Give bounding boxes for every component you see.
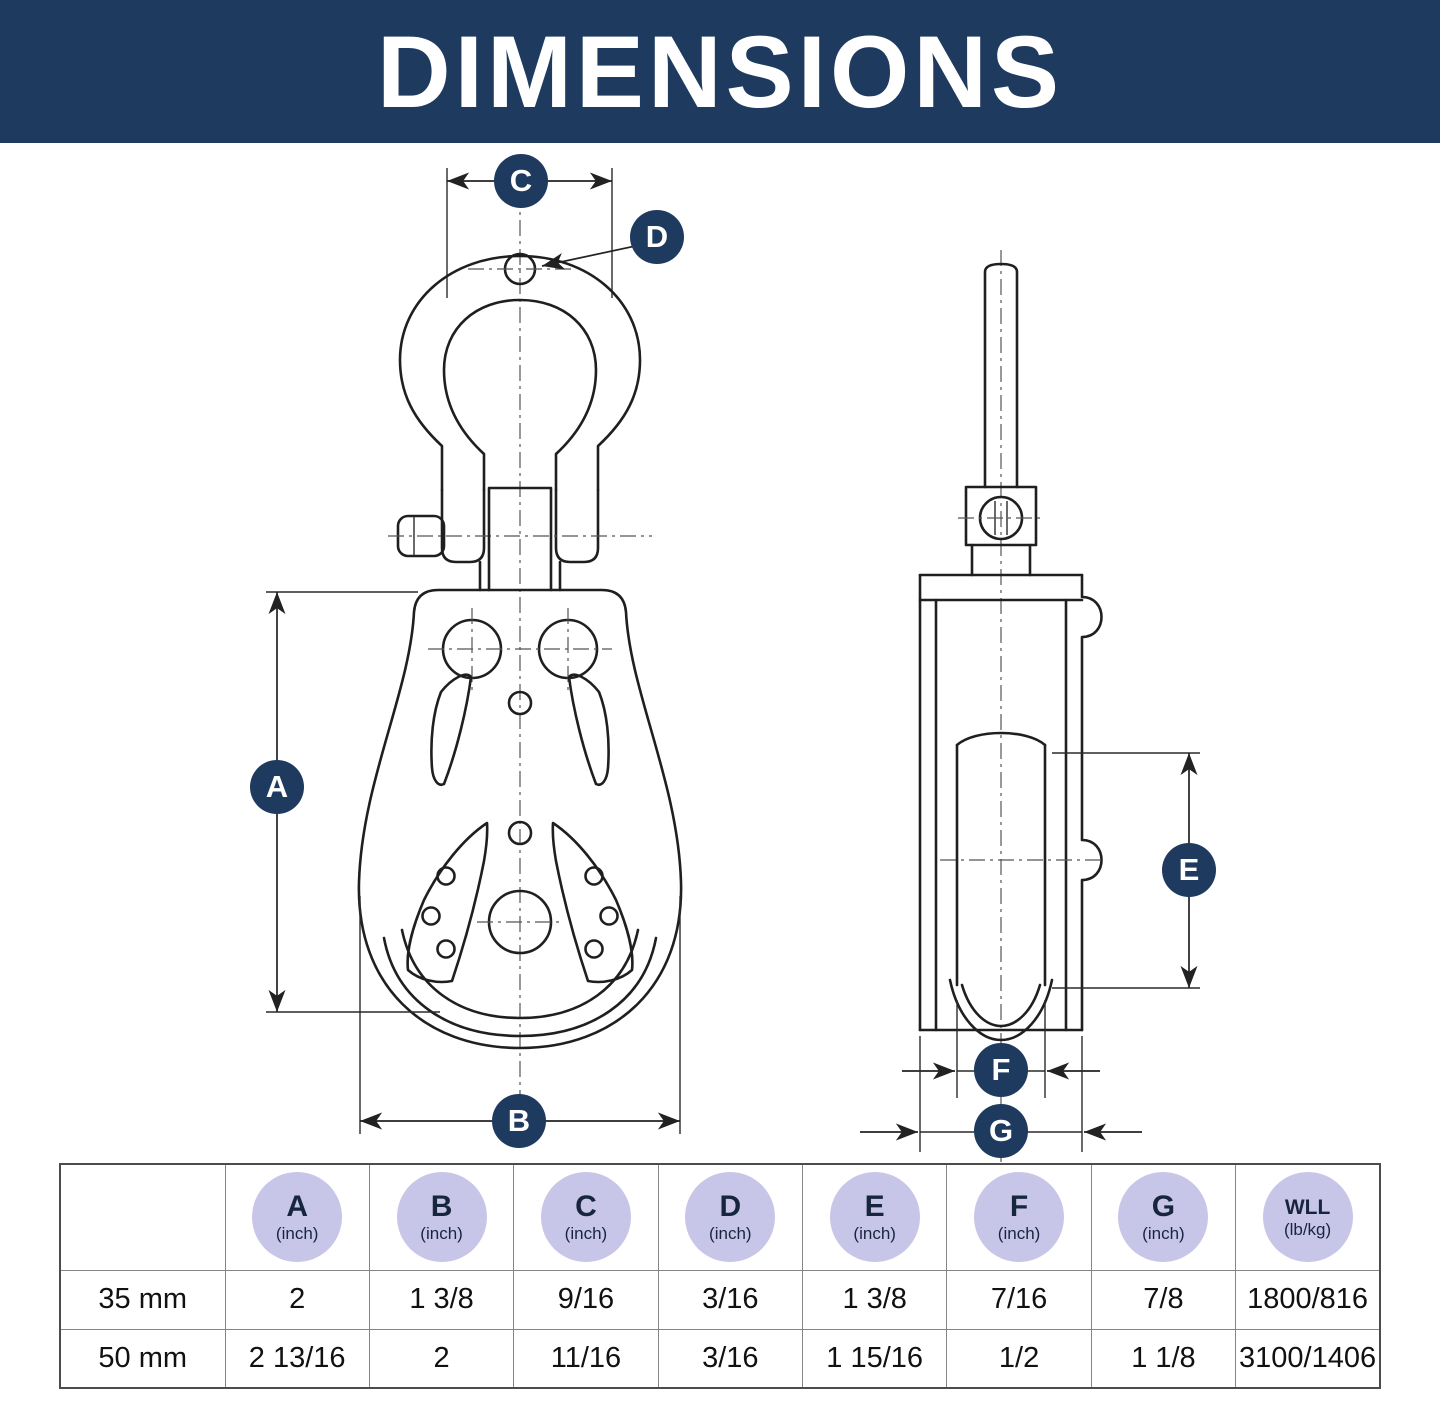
pulley-body bbox=[357, 588, 683, 1050]
front-view bbox=[266, 162, 683, 1134]
header-circle-F: F (inch) bbox=[974, 1172, 1065, 1263]
badge-F: F bbox=[974, 1043, 1028, 1097]
cell-35-E: 1 3/8 bbox=[801, 1269, 948, 1330]
header-col-E: E (inch) bbox=[801, 1163, 948, 1271]
table-header-row: A (inch) B (inch) C (inch) D (inch bbox=[59, 1163, 1381, 1271]
pulley-technical-drawing bbox=[266, 162, 1200, 1162]
cell-35-F: 7/16 bbox=[946, 1269, 1092, 1330]
header-circle-G: G (inch) bbox=[1118, 1172, 1209, 1263]
header-banner: DIMENSIONS bbox=[0, 0, 1440, 143]
sheave bbox=[948, 731, 1054, 1042]
badge-D: D bbox=[630, 210, 684, 264]
dimensions-table: A (inch) B (inch) C (inch) D (inch bbox=[59, 1163, 1381, 1389]
cell-35-A: 2 bbox=[224, 1269, 370, 1330]
header-col-C: C (inch) bbox=[513, 1163, 659, 1271]
table-row-35mm: 35 mm 2 1 3/8 9/16 3/16 1 3/8 7/16 7/8 1… bbox=[59, 1269, 1381, 1330]
header-empty-cell bbox=[59, 1163, 226, 1271]
row-label: 50 mm bbox=[59, 1328, 226, 1389]
header-circle-C: C (inch) bbox=[540, 1172, 631, 1263]
badge-A: A bbox=[250, 760, 304, 814]
badge-C: C bbox=[494, 154, 548, 208]
row-label: 35 mm bbox=[59, 1269, 226, 1330]
cell-35-D: 3/16 bbox=[657, 1269, 804, 1330]
cell-50-C: 11/16 bbox=[513, 1328, 659, 1389]
header-col-WLL: WLL (lb/kg) bbox=[1235, 1163, 1381, 1271]
header-circle-D: D (inch) bbox=[685, 1172, 776, 1263]
cell-35-C: 9/16 bbox=[513, 1269, 659, 1330]
header-circle-A: A (inch) bbox=[252, 1172, 343, 1263]
header-circle-WLL: WLL (lb/kg) bbox=[1262, 1172, 1353, 1263]
table-row-50mm: 50 mm 2 13/16 2 11/16 3/16 1 15/16 1/2 1… bbox=[59, 1328, 1381, 1389]
header-circle-E: E (inch) bbox=[829, 1172, 920, 1263]
header-col-D: D (inch) bbox=[657, 1163, 804, 1271]
cell-50-F: 1/2 bbox=[946, 1328, 1092, 1389]
strap bbox=[983, 262, 1019, 489]
side-view bbox=[860, 250, 1200, 1162]
cell-35-WLL: 1800/816 bbox=[1235, 1269, 1381, 1330]
page-title: DIMENSIONS bbox=[376, 14, 1064, 129]
header-col-A: A (inch) bbox=[224, 1163, 370, 1271]
dimension-D bbox=[468, 244, 641, 286]
header-col-F: F (inch) bbox=[946, 1163, 1092, 1271]
cell-50-G: 1 1/8 bbox=[1090, 1328, 1237, 1389]
cell-50-B: 2 bbox=[368, 1328, 515, 1389]
cell-50-E: 1 15/16 bbox=[801, 1328, 948, 1389]
cell-50-D: 3/16 bbox=[657, 1328, 804, 1389]
badge-B: B bbox=[492, 1094, 546, 1148]
header-col-G: G (inch) bbox=[1090, 1163, 1237, 1271]
cell-50-WLL: 3100/1406 bbox=[1235, 1328, 1381, 1389]
cell-35-G: 7/8 bbox=[1090, 1269, 1237, 1330]
dimension-diagram: C D A B E F G bbox=[0, 143, 1440, 1163]
shackle bbox=[388, 254, 652, 592]
dimensions-table-wrap: A (inch) B (inch) C (inch) D (inch bbox=[59, 1163, 1381, 1389]
header-circle-B: B (inch) bbox=[396, 1172, 487, 1263]
badge-G: G bbox=[974, 1104, 1028, 1158]
side-body bbox=[918, 573, 1105, 1032]
cell-50-A: 2 13/16 bbox=[224, 1328, 370, 1389]
swivel bbox=[958, 485, 1044, 577]
badge-E: E bbox=[1162, 843, 1216, 897]
header-col-B: B (inch) bbox=[368, 1163, 515, 1271]
cell-35-B: 1 3/8 bbox=[368, 1269, 515, 1330]
